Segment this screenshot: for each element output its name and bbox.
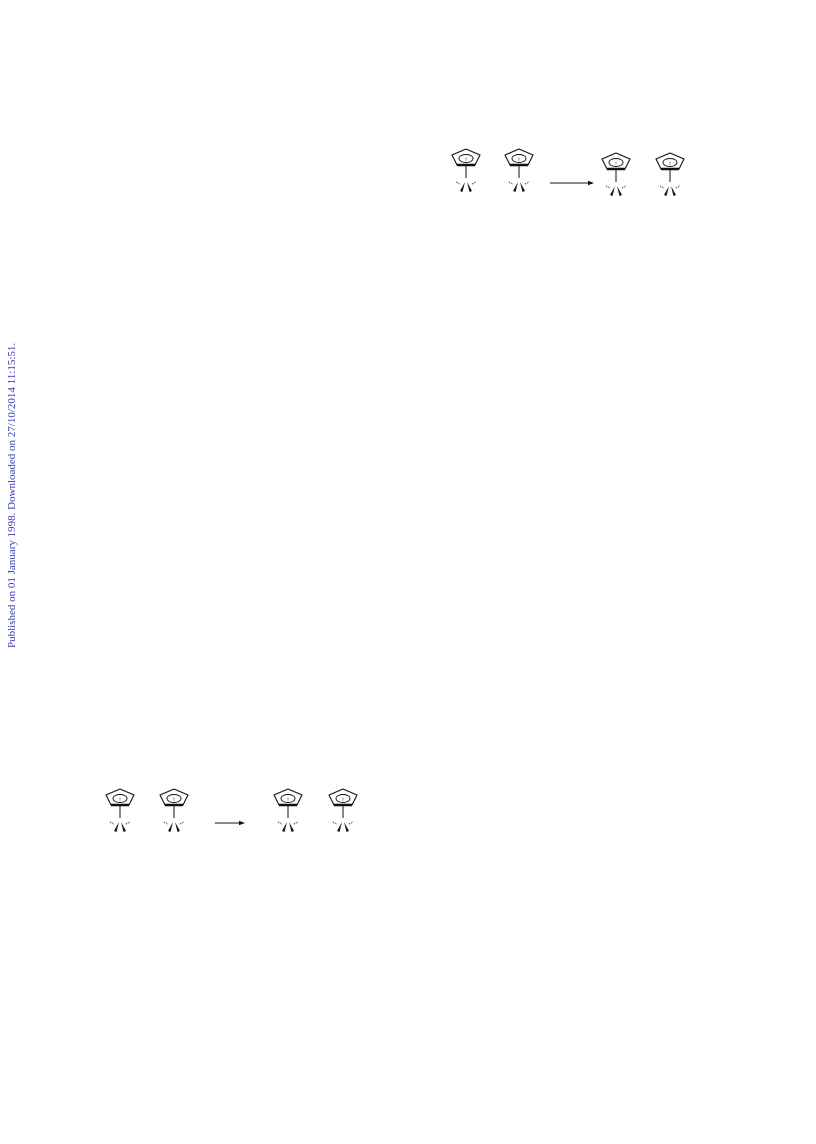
hash-right: [125, 821, 131, 825]
cp-inner-ellipse: [458, 154, 474, 163]
cp-ring: [451, 148, 481, 166]
cp-inner-ellipse: [335, 794, 351, 803]
cp-ring-label: i: [287, 797, 289, 803]
hash-left: [332, 821, 338, 825]
reactant-1: i: [451, 148, 481, 192]
hash-right: [293, 821, 299, 825]
cp-ring: [601, 152, 631, 170]
product-2: i: [328, 788, 358, 832]
wedge-left: [114, 822, 119, 832]
wedge-left: [337, 822, 342, 832]
cp-ring-label: i: [465, 157, 467, 163]
cp-ring: [159, 788, 189, 806]
hash-right: [471, 181, 477, 185]
hash-left: [605, 185, 611, 189]
wedge-left: [282, 822, 287, 832]
reactant-2: i: [504, 148, 534, 192]
hash-left: [109, 821, 115, 825]
reactant-1: i: [105, 788, 135, 832]
hash-left: [163, 821, 169, 825]
hash-right: [524, 181, 530, 185]
cp-ring: [504, 148, 534, 166]
wedge-right: [175, 822, 180, 832]
cp-inner-ellipse: [511, 154, 527, 163]
scheme-top-svg: i i i i: [451, 148, 685, 196]
wedge-left: [610, 186, 615, 196]
cp-ring-label: i: [173, 797, 175, 803]
wedge-left: [664, 186, 669, 196]
cp-ring-label: i: [119, 797, 121, 803]
product-1: i: [273, 788, 303, 832]
cp-inner-ellipse: [112, 794, 128, 803]
scheme-bottom-svg: i i i i: [105, 788, 358, 832]
hash-right: [348, 821, 354, 825]
wedge-right: [121, 822, 126, 832]
wedge-right: [671, 186, 676, 196]
reactant-2: i: [159, 788, 189, 832]
hash-left: [508, 181, 514, 185]
wedge-left: [168, 822, 173, 832]
wedge-right: [289, 822, 294, 832]
reaction-scheme-top: i i i i: [444, 146, 694, 208]
wedge-right: [617, 186, 622, 196]
wedge-right: [467, 182, 472, 192]
hash-right: [675, 185, 681, 189]
reaction-arrow: [215, 820, 245, 826]
cp-ring-label: i: [669, 161, 671, 167]
hash-left: [455, 181, 461, 185]
reaction-arrow: [550, 180, 594, 186]
hash-right: [179, 821, 185, 825]
cp-ring: [273, 788, 303, 806]
hash-left: [659, 185, 665, 189]
publication-watermark: Published on 01 January 1998. Downloaded…: [6, 342, 18, 648]
wedge-left: [460, 182, 465, 192]
wedge-right: [344, 822, 349, 832]
cp-ring: [105, 788, 135, 806]
product-1: i: [601, 152, 631, 196]
product-2: i: [655, 152, 685, 196]
wedge-right: [520, 182, 525, 192]
reaction-scheme-bottom: i i i i: [100, 786, 362, 844]
cp-ring: [655, 152, 685, 170]
cp-ring-label: i: [342, 797, 344, 803]
cp-ring-label: i: [615, 161, 617, 167]
hash-right: [621, 185, 627, 189]
cp-inner-ellipse: [166, 794, 182, 803]
wedge-left: [513, 182, 518, 192]
cp-inner-ellipse: [662, 158, 678, 167]
cp-ring: [328, 788, 358, 806]
cp-inner-ellipse: [608, 158, 624, 167]
cp-inner-ellipse: [280, 794, 296, 803]
hash-left: [277, 821, 283, 825]
cp-ring-label: i: [518, 157, 520, 163]
